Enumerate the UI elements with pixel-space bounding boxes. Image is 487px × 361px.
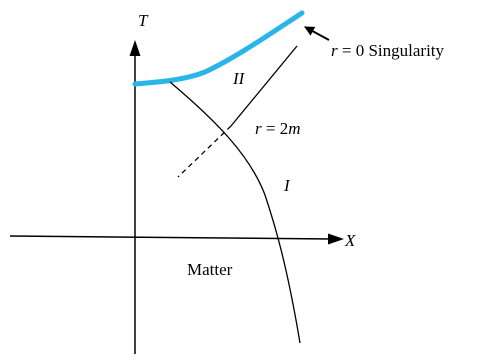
singularity-label: r = 0 Singularity: [331, 41, 445, 60]
singularity-pointer-arrow: [304, 26, 330, 41]
singularity-curve: [132, 10, 305, 87]
horizon-line: [230, 45, 298, 127]
matter-surface-curve: [169, 81, 301, 344]
x-axis-arrowhead: [328, 233, 344, 245]
x-axis: [9, 235, 333, 240]
t-axis-arrowhead: [129, 40, 141, 56]
matter-label: Matter: [187, 260, 233, 279]
horizon-label-eq: = 2: [262, 119, 289, 138]
x-axis-label: X: [344, 231, 356, 250]
singularity-label-var: r: [331, 41, 338, 60]
horizon-label-var: r: [255, 119, 262, 138]
region-two-label: II: [232, 69, 246, 88]
horizon-label: r = 2m: [255, 119, 301, 138]
horizon-label-m: m: [288, 119, 300, 138]
t-axis-label: T: [138, 11, 149, 30]
horizon-dashed-line: [177, 125, 232, 178]
singularity-label-rest: = 0 Singularity: [338, 41, 445, 60]
region-one-label: I: [283, 176, 291, 195]
